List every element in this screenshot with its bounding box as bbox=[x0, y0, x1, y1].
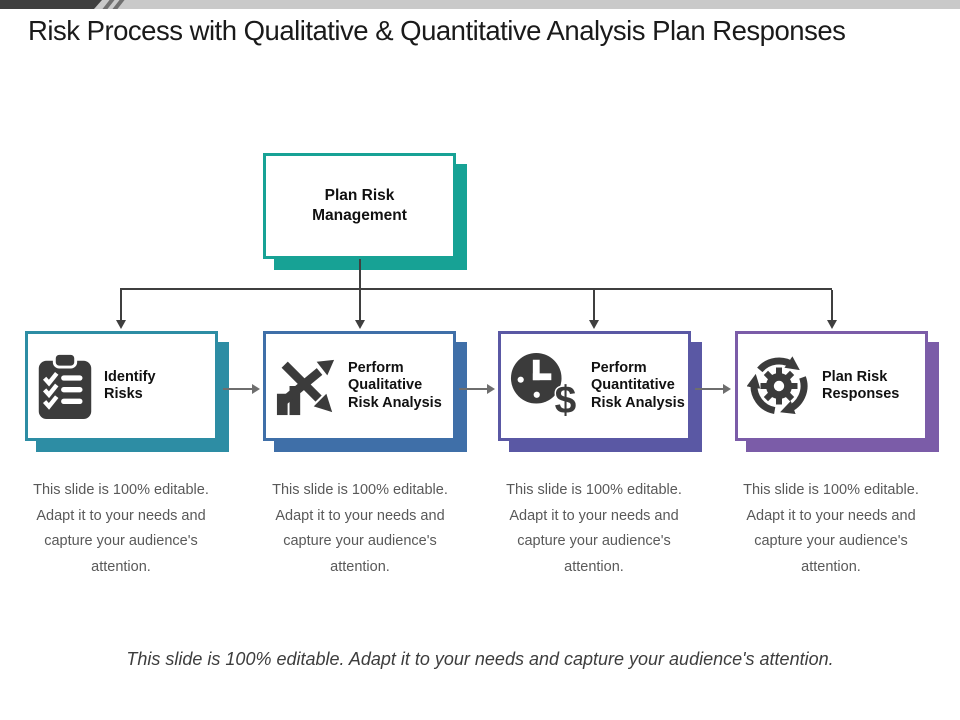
connector-root-stem bbox=[359, 259, 361, 290]
arrow-down-icon bbox=[354, 320, 365, 329]
step-box-perform-quantitative-risk-analysis: $ Perform Quantitative Risk Analysis bbox=[498, 331, 691, 441]
step-label: Perform Quantitative Risk Analysis bbox=[591, 359, 685, 411]
caption-line: attention. bbox=[564, 558, 624, 575]
arrow-down-icon bbox=[826, 320, 837, 329]
step-caption: This slide is 100% editable. Adapt it to… bbox=[717, 478, 945, 580]
caption-line: attention. bbox=[801, 558, 861, 575]
step-caption: This slide is 100% editable. Adapt it to… bbox=[246, 478, 474, 580]
caption-line: Adapt it to your needs and bbox=[36, 507, 206, 524]
caption-line: capture your audience's bbox=[754, 533, 908, 549]
caption-line: Adapt it to your needs and bbox=[509, 507, 679, 524]
arrow-right-icon bbox=[252, 384, 260, 394]
caption-line: attention. bbox=[91, 558, 151, 575]
arrow-right-line bbox=[695, 388, 723, 390]
connector-drop-4 bbox=[831, 290, 833, 320]
connector-drop-2 bbox=[359, 290, 361, 320]
footer-note: This slide is 100% editable. Adapt it to… bbox=[126, 649, 834, 669]
step-box-identify-risks: Identify Risks bbox=[25, 331, 218, 441]
caption-line: Adapt it to your needs and bbox=[746, 507, 916, 524]
root-box-plan-risk-management: Plan Risk Management bbox=[263, 153, 456, 259]
arrow-right-line bbox=[223, 388, 252, 390]
caption-line: capture your audience's bbox=[283, 533, 437, 549]
step-box-perform-qualitative-risk-analysis: Perform Qualitative Risk Analysis bbox=[263, 331, 456, 441]
connector-drop-1 bbox=[120, 290, 122, 320]
connector-horizontal bbox=[120, 288, 832, 290]
header-slash-mark bbox=[112, 0, 125, 9]
arrow-down-icon bbox=[588, 320, 599, 329]
header-bar bbox=[0, 0, 960, 9]
caption-line: This slide is 100% editable. bbox=[272, 482, 448, 498]
arrow-right-line bbox=[459, 388, 487, 390]
clock-dollar-icon: $ bbox=[510, 352, 578, 421]
chart-arrows-icon bbox=[276, 359, 335, 416]
step-box-plan-risk-responses: Plan Risk Responses bbox=[735, 331, 928, 441]
caption-line: This slide is 100% editable. bbox=[743, 482, 919, 498]
caption-line: capture your audience's bbox=[44, 533, 198, 549]
header-accent-bar bbox=[0, 0, 102, 9]
caption-line: capture your audience's bbox=[517, 533, 671, 549]
arrow-right-icon bbox=[723, 384, 731, 394]
connector-drop-3 bbox=[593, 290, 595, 320]
step-label: Plan Risk Responses bbox=[822, 368, 900, 403]
gear-cycle-icon bbox=[747, 356, 808, 415]
svg-text:$: $ bbox=[555, 379, 577, 421]
page-title: Risk Process with Qualitative & Quantita… bbox=[28, 15, 846, 46]
caption-line: This slide is 100% editable. bbox=[33, 482, 209, 498]
caption-line: attention. bbox=[330, 558, 390, 575]
step-label: Identify Risks bbox=[104, 368, 156, 403]
caption-line: Adapt it to your needs and bbox=[275, 507, 445, 524]
caption-line: This slide is 100% editable. bbox=[506, 482, 682, 498]
step-label: Perform Qualitative Risk Analysis bbox=[348, 359, 442, 411]
step-caption: This slide is 100% editable. Adapt it to… bbox=[480, 478, 708, 580]
root-box-label: Plan Risk Management bbox=[312, 187, 407, 224]
arrow-down-icon bbox=[115, 320, 126, 329]
clipboard-checklist-icon bbox=[38, 352, 92, 420]
arrow-right-icon bbox=[487, 384, 495, 394]
step-caption: This slide is 100% editable. Adapt it to… bbox=[7, 478, 235, 580]
